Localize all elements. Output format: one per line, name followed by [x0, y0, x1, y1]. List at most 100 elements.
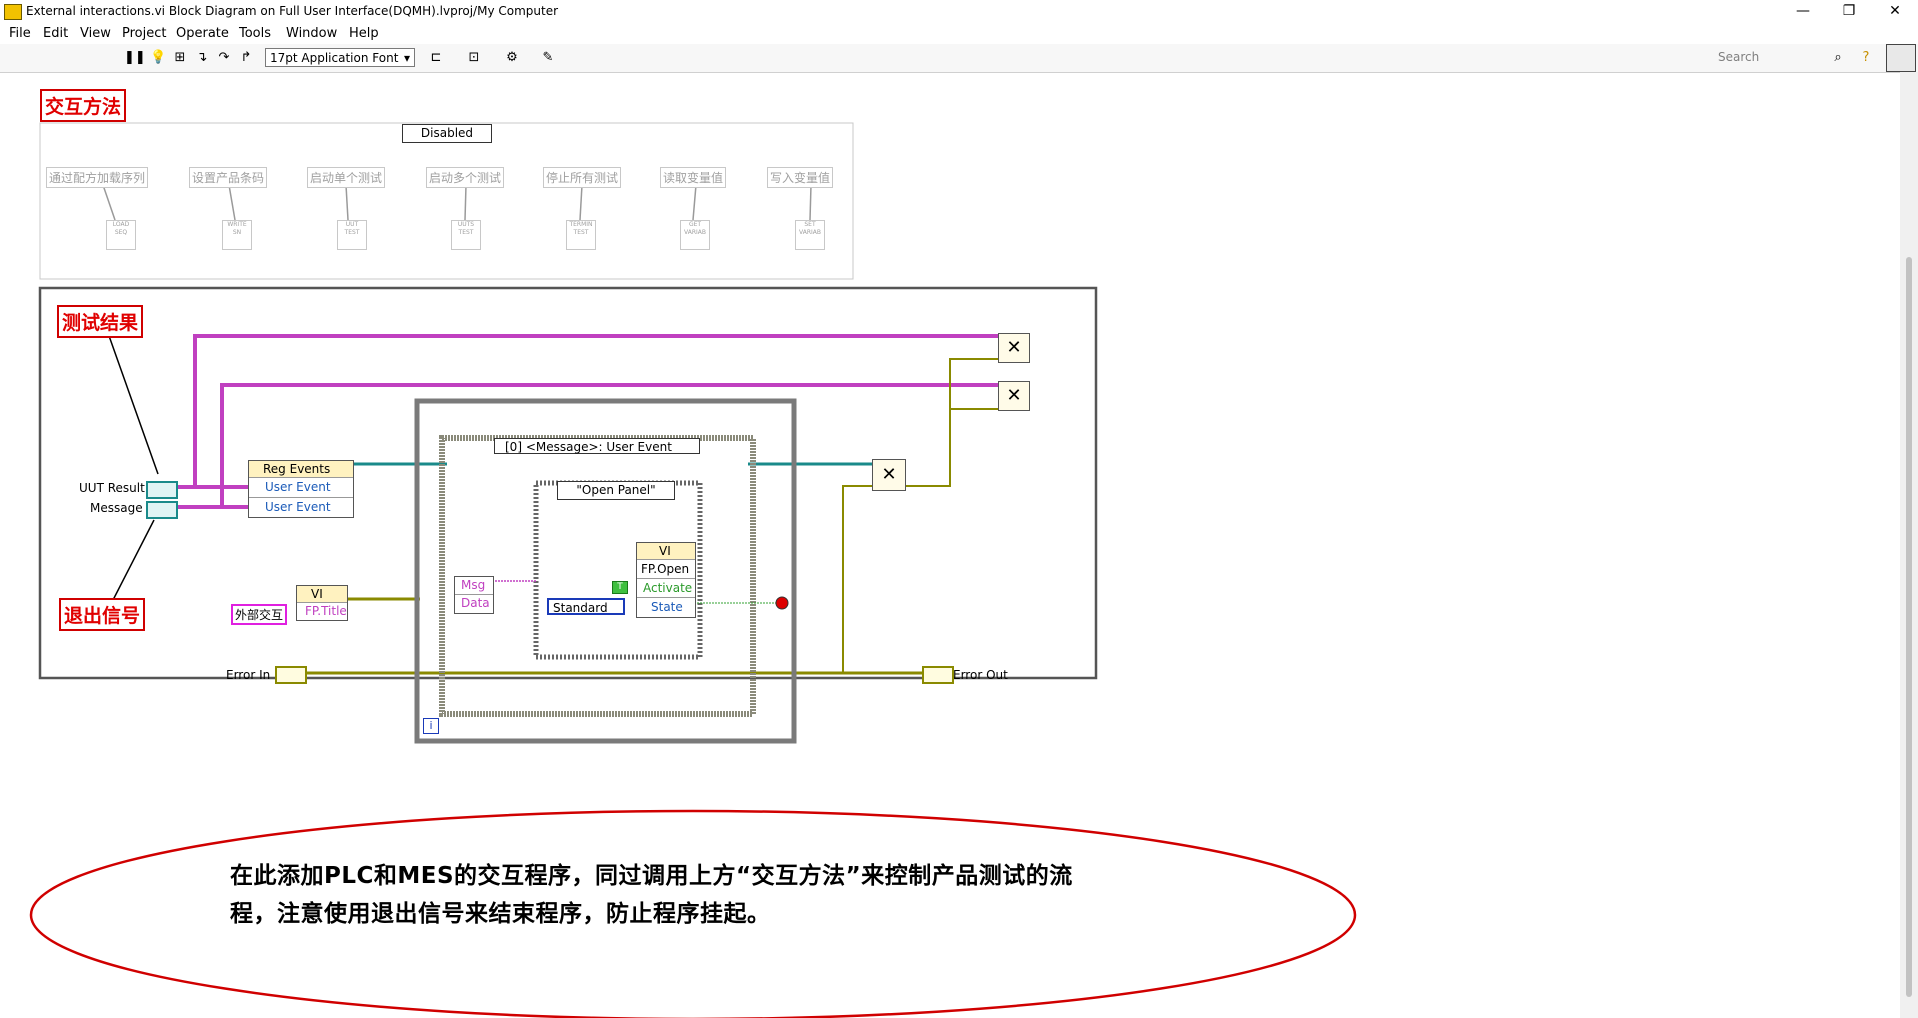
- error-out-label: Error Out: [953, 668, 1008, 682]
- window-state-constant[interactable]: Standard: [547, 598, 625, 615]
- register-events-node[interactable]: Reg Events User Event User Event: [248, 460, 354, 518]
- disabled-selector-value: Disabled: [420, 126, 474, 140]
- destroy-user-event-2-icon[interactable]: ✕: [998, 381, 1030, 411]
- menu-file[interactable]: File: [9, 26, 31, 41]
- load-seq-subvi[interactable]: LOAD SEQ: [106, 220, 136, 250]
- while-loop: [414, 398, 797, 744]
- method-arrows: [102, 184, 812, 221]
- exit-arrow: [111, 519, 155, 603]
- block-diagram-wires: [29, 122, 1357, 1018]
- write-sn-subvi[interactable]: WRITE SN: [222, 220, 252, 250]
- menu-edit[interactable]: Edit: [43, 26, 69, 41]
- highlight-execution-icon[interactable]: 💡: [150, 50, 167, 65]
- chevron-down-icon: ▾: [403, 51, 410, 65]
- search-input[interactable]: Search: [1718, 50, 1760, 64]
- loop-iteration-terminal: i: [423, 718, 439, 734]
- state-param[interactable]: State: [651, 600, 683, 614]
- font-select[interactable]: 17pt Application Font ▾: [265, 48, 415, 67]
- set-variable-subvi[interactable]: SET VARIAB: [795, 220, 825, 250]
- menu-project[interactable]: Project: [122, 26, 167, 41]
- method-label-load-seq: 通过配方加载序列: [46, 167, 149, 188]
- main-frame: [38, 286, 1098, 680]
- minimize-button[interactable]: —: [1796, 3, 1810, 19]
- true-constant[interactable]: T: [612, 581, 628, 594]
- case-selector-value: "Open Panel": [576, 483, 656, 497]
- window-title: External interactions.vi Block Diagram o…: [26, 4, 559, 18]
- maximize-button[interactable]: ❐: [1842, 3, 1856, 19]
- vi-property-node[interactable]: VI FP.Title: [296, 585, 348, 621]
- event-wires: [176, 334, 1000, 509]
- retain-wire-values-icon[interactable]: ⊞: [174, 50, 186, 65]
- window-state-value: Standard: [553, 601, 608, 615]
- step-over-icon[interactable]: ↷: [218, 50, 230, 65]
- disabled-structure-frame: [39, 122, 854, 280]
- menu-bar: File Edit View Project Operate Tools Win…: [0, 24, 1918, 44]
- note-line-2: 程，注意使用退出信号来结束程序，防止程序挂起。: [230, 901, 771, 927]
- menu-help[interactable]: Help: [349, 26, 379, 41]
- methods-label: 交互方法: [40, 89, 127, 122]
- activate-param[interactable]: Activate: [637, 579, 695, 598]
- destroy-user-event-1-icon[interactable]: ✕: [998, 333, 1030, 363]
- reg-events-user-event-2[interactable]: User Event: [265, 500, 331, 514]
- error-out-terminal[interactable]: [922, 666, 954, 684]
- vi-ref-header: VI: [297, 586, 347, 603]
- event-data-node[interactable]: Msg Data: [454, 576, 494, 614]
- get-variable-subvi[interactable]: GET VARIAB: [680, 220, 710, 250]
- disabled-selector[interactable]: Disabled: [402, 124, 492, 143]
- event-structure: [439, 435, 756, 717]
- menu-tools[interactable]: Tools: [239, 26, 272, 41]
- clean-up-diagram-icon[interactable]: ✎: [542, 50, 554, 65]
- uut-result-label: UUT Result: [79, 481, 145, 495]
- uut-test-subvi[interactable]: UUT TEST: [337, 220, 367, 250]
- message-terminal[interactable]: [146, 501, 178, 519]
- case-selector[interactable]: "Open Panel": [557, 481, 675, 500]
- reg-events-header: Reg Events: [249, 461, 353, 478]
- event-data-msg: Msg: [455, 577, 493, 595]
- vi-node-header: VI: [637, 543, 695, 560]
- event-case-value: [0] <Message>: User Event: [505, 440, 672, 454]
- method-label-get-variable: 读取变量值: [660, 167, 727, 188]
- fp-title-property[interactable]: FP.Title: [305, 604, 347, 618]
- method-label-uuts-test: 启动多个测试: [426, 167, 505, 188]
- title-string-constant[interactable]: 外部交互: [231, 604, 288, 625]
- vertical-scrollbar[interactable]: [1900, 72, 1918, 1018]
- search-icon[interactable]: ⌕: [1834, 50, 1842, 65]
- note-ellipse: [29, 809, 1357, 1018]
- method-label-set-variable: 写入变量值: [767, 167, 834, 188]
- reg-events-user-event-1[interactable]: User Event: [249, 478, 353, 498]
- step-into-icon[interactable]: ↴: [196, 50, 208, 65]
- menu-operate[interactable]: Operate: [176, 26, 229, 41]
- close-button[interactable]: ✕: [1889, 3, 1901, 19]
- method-label-terminate: 停止所有测试: [543, 167, 622, 188]
- step-out-icon[interactable]: ↱: [240, 50, 252, 65]
- help-icon[interactable]: ?: [1862, 50, 1870, 65]
- event-data-data: Data: [461, 596, 490, 610]
- unregister-events-icon[interactable]: ✕: [872, 459, 906, 491]
- method-label-write-sn: 设置产品条码: [189, 167, 268, 188]
- distribute-objects-icon[interactable]: ⊡: [468, 50, 480, 65]
- note-line-1: 在此添加PLC和MES的交互程序，同过调用上方“交互方法”来控制产品测试的流: [230, 863, 1073, 889]
- exit-label: 退出信号: [59, 598, 146, 631]
- toolbar: ❚❚ 💡 ⊞ ↴ ↷ ↱ 17pt Application Font ▾ ⊏ ⊡…: [0, 44, 1918, 73]
- terminate-test-subvi[interactable]: TERMIN TEST: [566, 220, 596, 250]
- results-label: 测试结果: [57, 305, 144, 338]
- message-label: Message: [90, 501, 143, 515]
- result-arrow: [107, 332, 159, 475]
- fp-open-method[interactable]: FP.Open: [637, 560, 695, 579]
- vi-icon[interactable]: [1886, 44, 1916, 72]
- menu-view[interactable]: View: [80, 26, 111, 41]
- labview-app-icon: [4, 4, 22, 20]
- method-label-uut-test: 启动单个测试: [307, 167, 386, 188]
- uut-result-terminal[interactable]: [146, 481, 178, 499]
- align-objects-icon[interactable]: ⊏: [430, 50, 442, 65]
- font-select-value: 17pt Application Font: [270, 51, 399, 65]
- reorder-icon[interactable]: ⚙: [506, 50, 518, 65]
- scrollbar-thumb[interactable]: [1906, 257, 1912, 997]
- menu-window[interactable]: Window: [286, 26, 338, 41]
- vi-open-property-node[interactable]: VI FP.Open Activate State: [636, 542, 696, 618]
- event-case-selector[interactable]: [0] <Message>: User Event: [494, 438, 700, 454]
- error-in-label: Error In: [226, 668, 271, 682]
- pause-icon[interactable]: ❚❚: [124, 50, 146, 65]
- error-in-terminal[interactable]: [275, 666, 307, 684]
- uuts-test-subvi[interactable]: UUTS TEST: [451, 220, 481, 250]
